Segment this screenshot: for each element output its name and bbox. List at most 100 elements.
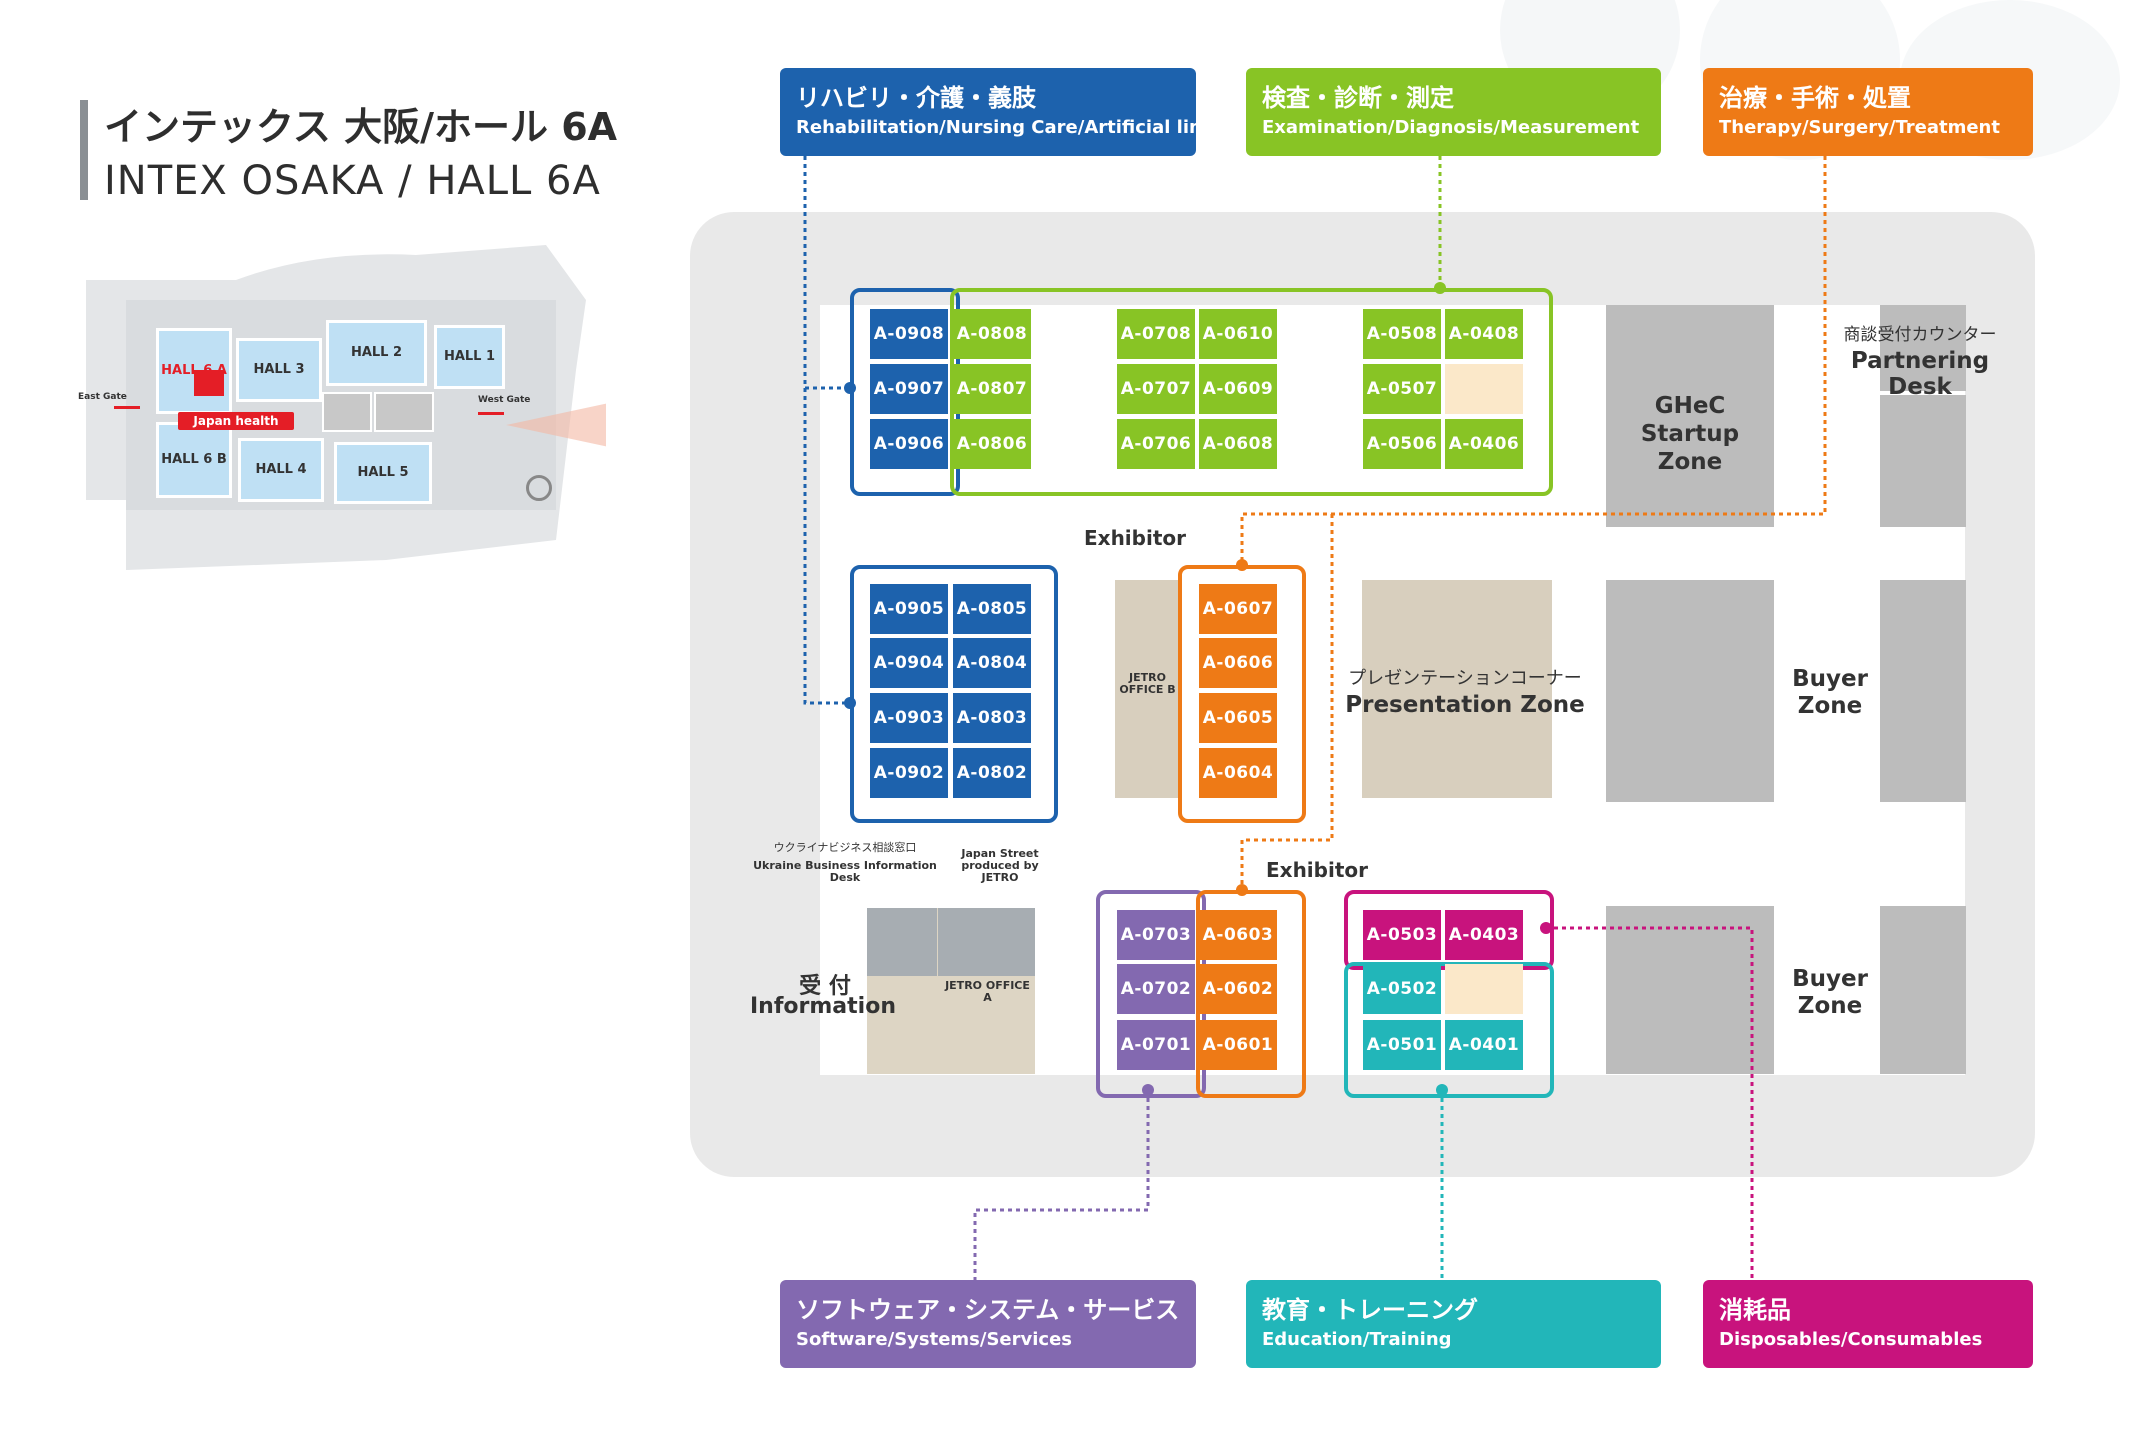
category-software-en: Software/Systems/Services — [796, 1329, 1073, 1350]
category-education[interactable]: 教育・トレーニング Education/Training — [1246, 1280, 1661, 1368]
category-education-en: Education/Training — [1262, 1329, 1452, 1350]
page-title-en: INTEX OSAKA / HALL 6A — [104, 158, 601, 204]
category-software[interactable]: ソフトウェア・システム・サービス Software/Systems/Servic… — [780, 1280, 1196, 1368]
exhibitor-label: Exhibitor — [1266, 858, 1368, 882]
booth-a-0401[interactable]: A-0401 — [1445, 1020, 1523, 1070]
category-therapy-en: Therapy/Surgery/Treatment — [1719, 117, 2000, 138]
booth-a-0610[interactable]: A-0610 — [1199, 309, 1277, 359]
hall-1-label: HALL 1 — [443, 349, 496, 364]
category-exam-en: Examination/Diagnosis/Measurement — [1262, 117, 1640, 138]
hall-2-label: HALL 2 — [350, 345, 403, 360]
ukraine-desk-block — [867, 908, 937, 976]
booth-a-0904[interactable]: A-0904 — [870, 638, 948, 688]
booth-a-0406[interactable]: A-0406 — [1445, 419, 1523, 469]
information-label-en: Information — [750, 994, 896, 1019]
jetro-office-a-label: JETRO OFFICE A — [945, 979, 1030, 1004]
booth-a-0805[interactable]: A-0805 — [953, 584, 1031, 634]
booth-a-0506[interactable]: A-0506 — [1363, 419, 1441, 469]
hall-annex — [322, 392, 372, 432]
booth-a-0905[interactable]: A-0905 — [870, 584, 948, 634]
ukraine-desk-label-en: Ukraine Business Information Desk — [753, 859, 937, 884]
presentation-zone-label-en: Presentation Zone — [1345, 692, 1585, 718]
category-education-jp: 教育・トレーニング — [1262, 1296, 1478, 1324]
information-label-jp: 受 付 — [799, 974, 851, 999]
partnering-desk-block — [1880, 305, 1966, 391]
booth-a-0502[interactable]: A-0502 — [1363, 964, 1441, 1014]
category-consumables-jp: 消耗品 — [1719, 1296, 1791, 1324]
west-gate-arrow — [478, 412, 504, 415]
ghec-startup-zone — [1606, 305, 1774, 527]
booth-a-0808[interactable]: A-0808 — [953, 309, 1031, 359]
buyer-zone-block — [1606, 580, 1774, 802]
category-exam[interactable]: 検査・診断・測定 Examination/Diagnosis/Measureme… — [1246, 68, 1661, 156]
presentation-zone — [1362, 580, 1552, 798]
booth-a-0501[interactable]: A-0501 — [1363, 1020, 1441, 1070]
hall-4: HALL 4 — [238, 438, 324, 502]
booth-a-0607[interactable]: A-0607 — [1199, 584, 1277, 634]
booth-a-0604[interactable]: A-0604 — [1199, 748, 1277, 798]
japan-street-block — [938, 908, 1035, 976]
east-gate-label: East Gate — [78, 392, 127, 402]
booth-a-0702[interactable]: A-0702 — [1117, 964, 1195, 1014]
jetro-office-b — [1115, 580, 1180, 798]
booth-a-0602[interactable]: A-0602 — [1199, 964, 1277, 1014]
booth-a-0703[interactable]: A-0703 — [1117, 910, 1195, 960]
booth-a-0701[interactable]: A-0701 — [1117, 1020, 1195, 1070]
booth-a-0806[interactable]: A-0806 — [953, 419, 1031, 469]
booth-a-0802[interactable]: A-0802 — [953, 748, 1031, 798]
booth-a-0908[interactable]: A-0908 — [870, 309, 948, 359]
buyer-zone-block — [1606, 906, 1774, 1074]
hall-2: HALL 2 — [326, 320, 427, 386]
ukraine-desk-label-jp: ウクライナビジネス相談窓口 — [773, 841, 917, 854]
booth-a-0807[interactable]: A-0807 — [953, 364, 1031, 414]
category-therapy-jp: 治療・手術・処置 — [1719, 84, 1911, 112]
booth-a-0902[interactable]: A-0902 — [870, 748, 948, 798]
category-rehab[interactable]: リハビリ・介護・義肢 Rehabilitation/Nursing Care/A… — [780, 68, 1221, 156]
booth-a-0707[interactable]: A-0707 — [1117, 364, 1195, 414]
booth-a-0907[interactable]: A-0907 — [870, 364, 948, 414]
booth-a-0503[interactable]: A-0503 — [1363, 910, 1441, 960]
hall-6a-highlight — [194, 370, 224, 396]
booth-a-0508[interactable]: A-0508 — [1363, 309, 1441, 359]
booth-a-0608[interactable]: A-0608 — [1199, 419, 1277, 469]
page-title-jp: インテックス 大阪/ホール 6A — [104, 105, 618, 149]
booth-a-0403[interactable]: A-0403 — [1445, 910, 1523, 960]
hall-6b-label: HALL 6 B — [161, 452, 227, 467]
booth-a-0906[interactable]: A-0906 — [870, 419, 948, 469]
booth-a-0603[interactable]: A-0603 — [1199, 910, 1277, 960]
booth-a-0408[interactable]: A-0408 — [1445, 309, 1523, 359]
jetro-office-b-label: JETRO OFFICE B — [1119, 671, 1176, 696]
booth-a-0606[interactable]: A-0606 — [1199, 638, 1277, 688]
booth-empty — [1445, 964, 1523, 1014]
buyer-zone-label: Buyer Zone — [1792, 966, 1868, 1019]
category-consumables[interactable]: 消耗品 Disposables/Consumables — [1703, 1280, 2033, 1368]
hall-4-label: HALL 4 — [255, 462, 307, 477]
booth-a-0903[interactable]: A-0903 — [870, 693, 948, 743]
category-therapy[interactable]: 治療・手術・処置 Therapy/Surgery/Treatment — [1703, 68, 2033, 156]
hall-1: HALL 1 — [434, 325, 505, 389]
booth-a-0601[interactable]: A-0601 — [1199, 1020, 1277, 1070]
booth-a-0609[interactable]: A-0609 — [1199, 364, 1277, 414]
booth-a-0804[interactable]: A-0804 — [953, 638, 1031, 688]
japan-health-badge: Japan health — [178, 412, 294, 430]
venue-mini-map: HALL 6 A HALL 6 B HALL 2 HALL 1 HALL 3 H… — [78, 240, 606, 570]
hall-5-label: HALL 5 — [357, 465, 409, 480]
hall-5: HALL 5 — [334, 442, 432, 504]
buyer-zone-block — [1880, 906, 1966, 1074]
booth-a-0605[interactable]: A-0605 — [1199, 693, 1277, 743]
ghec-startup-zone-label: GHeC Startup Zone — [1640, 393, 1740, 475]
hall-3-label: HALL 3 — [253, 362, 305, 377]
partnering-desk-label-en: Partnering Desk — [1850, 348, 1990, 400]
east-gate-arrow — [114, 406, 140, 409]
booth-a-0507[interactable]: A-0507 — [1363, 364, 1441, 414]
hall-3: HALL 3 — [236, 338, 322, 402]
booth-a-0706[interactable]: A-0706 — [1117, 419, 1195, 469]
compass-icon — [526, 475, 552, 501]
buyer-zone-label: Buyer Zone — [1792, 666, 1868, 719]
booth-a-0708[interactable]: A-0708 — [1117, 309, 1195, 359]
category-exam-jp: 検査・診断・測定 — [1262, 84, 1454, 112]
presentation-zone-label-jp: プレゼンテーションコーナー — [1348, 668, 1582, 689]
booth-a-0803[interactable]: A-0803 — [953, 693, 1031, 743]
booth-group-rehab-bottom — [850, 565, 1058, 823]
